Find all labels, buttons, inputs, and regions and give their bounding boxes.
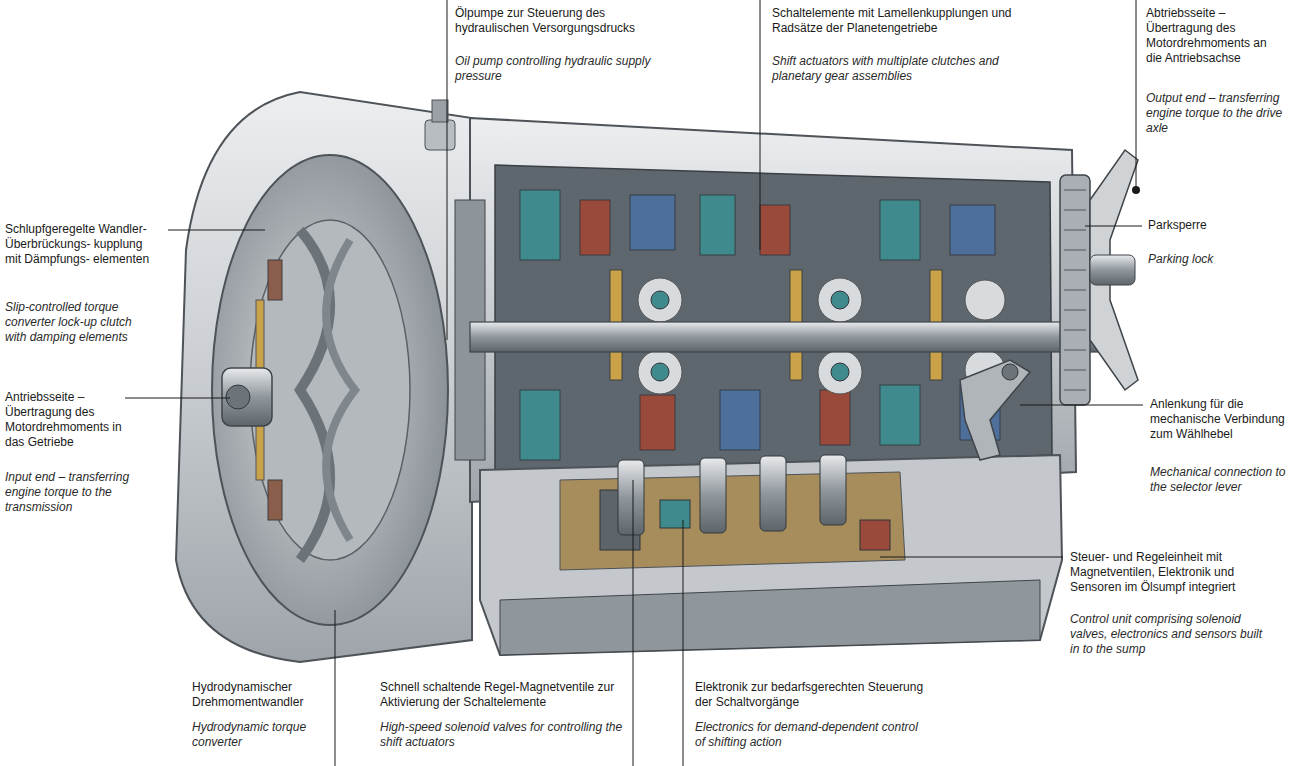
callout-label: Schaltelemente mit Lamellenkupplungen un… xyxy=(772,6,1017,36)
callout-label: Parking lock xyxy=(1148,252,1268,267)
callout-label: Antriebsseite – Übertragung des Motordre… xyxy=(5,390,130,450)
callout-label: Parksperre xyxy=(1148,218,1268,233)
callout-label: Ölpumpe zur Steuerung des hydraulischen … xyxy=(455,6,655,36)
callout-label: Abtriebsseite – Übertragung des Motordre… xyxy=(1146,6,1286,66)
callout-label: Shift actuators with multiplate clutches… xyxy=(772,54,1017,84)
callout-label: Schlupfgeregelte Wandler-Überbrückungs- … xyxy=(5,222,155,267)
callout-label: Oil pump controlling hydraulic supply pr… xyxy=(455,54,655,84)
callout-label: Hydrodynamic torque converter xyxy=(192,720,327,750)
callout-label: Mechanical connection to the selector le… xyxy=(1150,465,1288,495)
callout-label: Slip-controlled torque converter lock-up… xyxy=(5,300,155,345)
callout-label: Steuer- und Regeleinheit mit Magnetventi… xyxy=(1070,550,1280,595)
callout-label: Electronics for demand-dependent control… xyxy=(695,720,930,750)
callout-label: Schnell schaltende Regel-Magnetventile z… xyxy=(380,680,625,710)
callout-label: High-speed solenoid valves for controlli… xyxy=(380,720,625,750)
callout-label: Elektronik zur bedarfsgerechten Steuerun… xyxy=(695,680,930,710)
callout-label: Input end – transferring engine torque t… xyxy=(5,470,130,515)
callout-label: Anlenkung für die mechanische Verbindung… xyxy=(1150,397,1288,442)
callout-label: Hydrodynamischer Drehmomentwandler xyxy=(192,680,327,710)
callout-label: Control unit comprising solenoid valves,… xyxy=(1070,612,1270,657)
callout-label: Output end – transferring engine torque … xyxy=(1146,91,1286,136)
